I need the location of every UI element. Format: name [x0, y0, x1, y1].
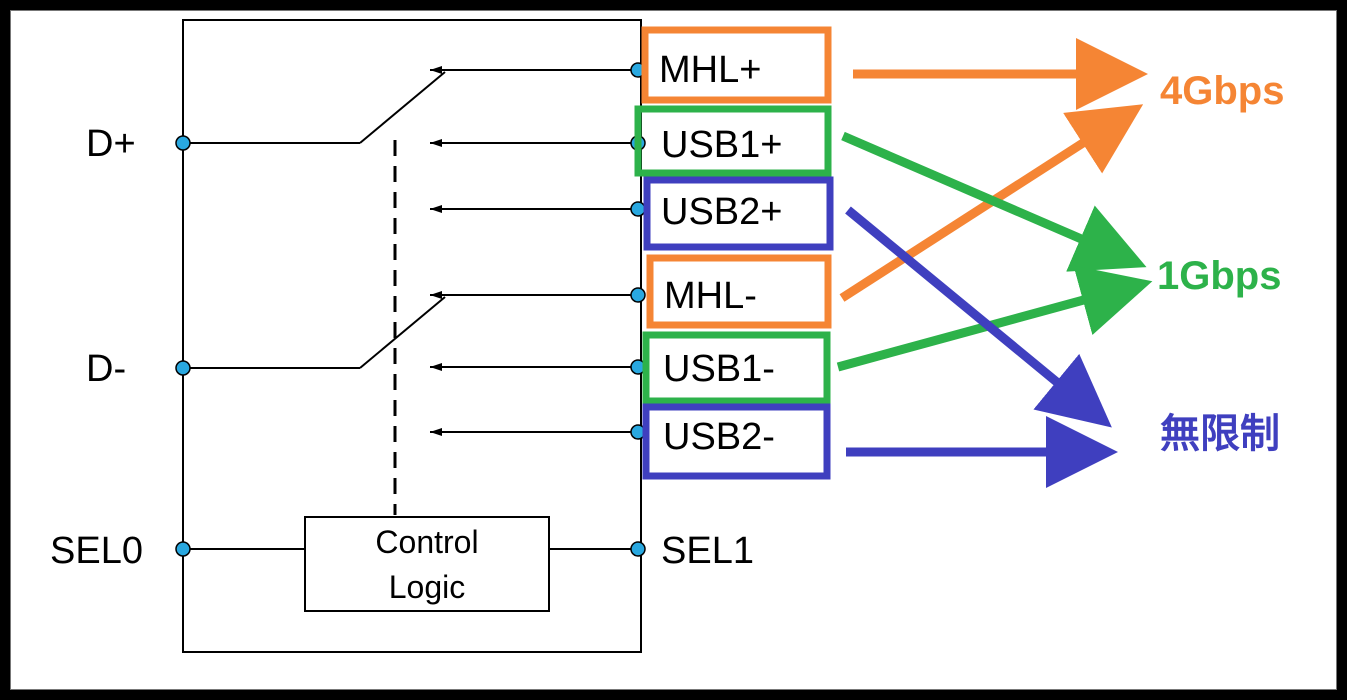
usb1-plus-box	[634, 105, 832, 177]
usb2-plus-arrow	[845, 206, 1112, 428]
mhl-minus-arrow	[839, 104, 1144, 302]
sel1-label: SEL1	[661, 530, 754, 572]
mhl-minus-box	[646, 254, 832, 329]
pins	[175, 62, 646, 557]
mhl-plus-box	[641, 26, 832, 104]
mhl-minus-label: MHL-	[664, 275, 757, 317]
chip-outline	[182, 19, 642, 653]
sel0-label: SEL0	[50, 530, 143, 572]
d-plus-label: D+	[86, 123, 136, 165]
arrow-icon	[430, 428, 442, 436]
usb1-minus-label: USB1-	[663, 348, 775, 390]
usb1-plus-label: USB1+	[661, 124, 782, 166]
d-plus-switch	[184, 66, 637, 213]
control-logic-line1: Control	[375, 524, 478, 560]
arrow-icon	[430, 66, 442, 74]
d-minus-switch	[184, 291, 637, 436]
rate-unlimited-label: 無限制	[1160, 412, 1280, 456]
rate-4gbps-label: 4Gbps	[1160, 69, 1284, 113]
arrow-icon	[430, 205, 442, 213]
circle-pin-icon	[175, 541, 191, 557]
arrow-icon	[430, 291, 442, 299]
control-logic-box	[304, 516, 550, 612]
usb1-plus-arrow	[841, 131, 1147, 272]
arrow-icon	[430, 139, 442, 147]
circle-pin-icon	[175, 360, 191, 376]
rate-1gbps-label: 1Gbps	[1157, 254, 1281, 298]
arrow-icon	[430, 363, 442, 371]
usb2-minus-label: USB2-	[663, 416, 775, 458]
circle-pin-icon	[630, 201, 646, 217]
usb2-minus-box	[642, 403, 831, 480]
mhl-plus-label: MHL+	[659, 49, 761, 91]
circle-pin-icon	[175, 135, 191, 151]
control-logic-line2: Logic	[389, 569, 466, 605]
circle-pin-icon	[630, 541, 646, 557]
d-minus-label: D-	[86, 348, 126, 390]
circle-pin-icon	[630, 287, 646, 303]
usb2-plus-label: USB2+	[661, 191, 782, 233]
usb2-plus-box	[643, 176, 834, 251]
usb1-minus-box	[642, 331, 831, 405]
